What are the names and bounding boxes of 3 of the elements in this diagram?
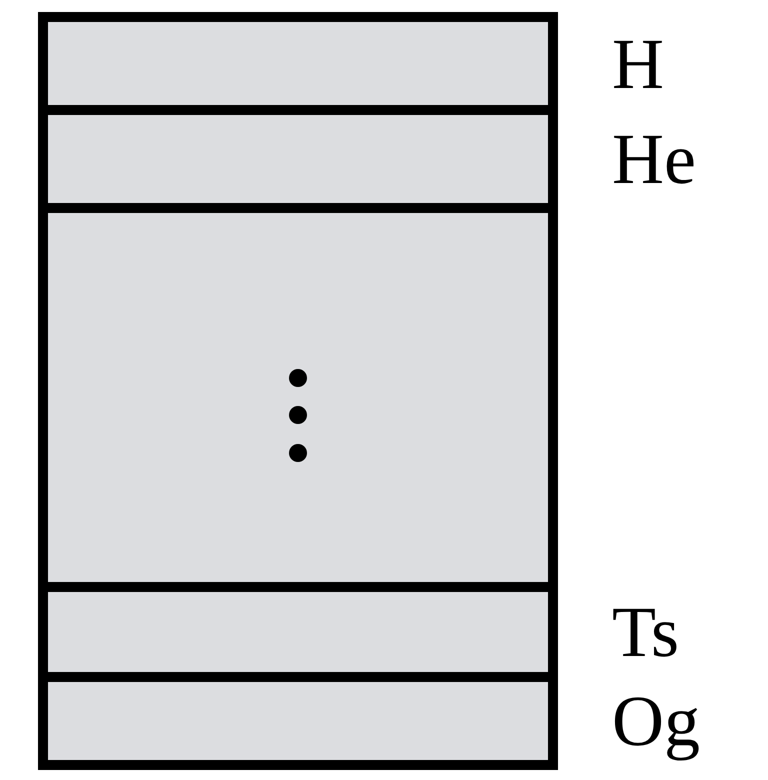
element-symbol: He	[612, 123, 696, 195]
element-symbol: Ts	[612, 596, 679, 668]
element-symbol: H	[612, 28, 664, 100]
